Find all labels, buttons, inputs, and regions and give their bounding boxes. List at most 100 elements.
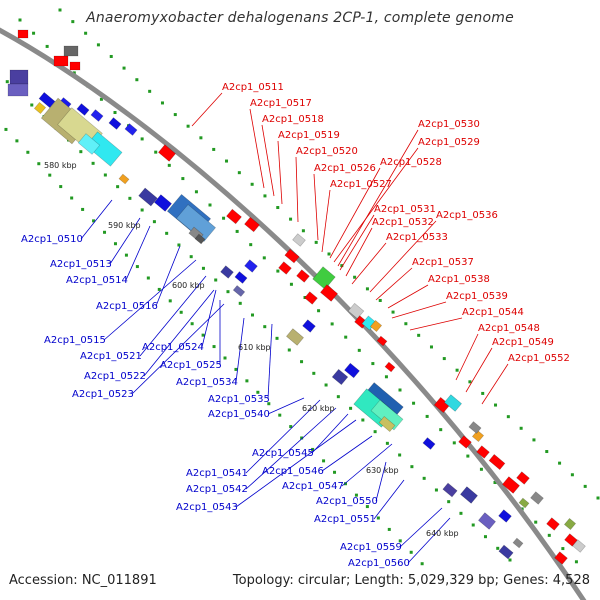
leader-line (329, 167, 381, 259)
gene-block (344, 362, 360, 379)
forward-gene-label[interactable]: A2cp1_0552 (508, 353, 570, 364)
tick-dot (384, 375, 388, 379)
tick-dot (140, 208, 144, 212)
tick-dot (235, 229, 239, 233)
forward-gene-label[interactable]: A2cp1_0538 (428, 274, 490, 285)
forward-gene-label[interactable]: A2cp1_0520 (296, 146, 358, 157)
reverse-gene-label[interactable]: A2cp1_0542 (186, 484, 248, 495)
tick-dot (532, 438, 536, 442)
leader-line (409, 317, 463, 331)
forward-gene-label[interactable]: A2cp1_0548 (478, 323, 540, 334)
leader-line (345, 227, 373, 277)
tick-dot (15, 139, 19, 143)
forward-gene-label[interactable]: A2cp1_0530 (418, 119, 480, 130)
gene-block (234, 271, 248, 284)
gene-block (546, 517, 560, 531)
forward-gene-label[interactable]: A2cp1_0527 (330, 179, 392, 190)
leader-line (261, 124, 275, 197)
tick-dot (519, 426, 523, 430)
tick-dot (371, 362, 375, 366)
tick-dot (447, 500, 451, 504)
gene-block (422, 437, 436, 450)
forward-gene-label[interactable]: A2cp1_0536 (436, 210, 498, 221)
reverse-gene-label[interactable]: A2cp1_0559 (340, 542, 402, 553)
reverse-gene-label[interactable]: A2cp1_0515 (44, 335, 106, 346)
tick-dot (181, 177, 185, 181)
tick-dot (113, 242, 117, 246)
tick-dot (267, 402, 271, 406)
forward-gene-label[interactable]: A2cp1_0544 (462, 307, 524, 318)
tick-dot (103, 230, 107, 234)
tick-dot (322, 459, 326, 463)
leader-line (373, 479, 405, 520)
leader-line (391, 301, 447, 319)
forward-gene-label[interactable]: A2cp1_0529 (418, 137, 480, 148)
tick-dot (263, 325, 267, 329)
tick-dot (300, 360, 304, 364)
tick-dot (250, 182, 254, 186)
tick-dot (109, 54, 113, 58)
tick-dot (365, 287, 369, 291)
forward-gene-label[interactable]: A2cp1_0539 (446, 291, 508, 302)
tick-dot (459, 511, 463, 515)
reverse-gene-label[interactable]: A2cp1_0535 (208, 394, 270, 405)
forward-gene-label[interactable]: A2cp1_0549 (492, 337, 554, 348)
leader-line (143, 289, 215, 377)
reverse-gene-label[interactable]: A2cp1_0551 (314, 514, 376, 525)
reverse-gene-label[interactable]: A2cp1_0523 (72, 389, 134, 400)
label-leader-lines (80, 92, 509, 564)
tick-dot (208, 203, 212, 207)
tick-dot (225, 159, 229, 163)
tick-dot (222, 216, 226, 220)
tick-dot (72, 71, 76, 75)
tick-dot (177, 243, 181, 247)
leader-line (155, 245, 181, 307)
tick-dot (398, 539, 402, 543)
reverse-gene-label[interactable]: A2cp1_0524 (142, 342, 204, 353)
gene-block (176, 204, 216, 242)
forward-gene-label[interactable]: A2cp1_0519 (278, 130, 340, 141)
tick-dot (373, 430, 377, 434)
leader-line (245, 399, 321, 474)
reverse-gene-label[interactable]: A2cp1_0545 (252, 448, 314, 459)
tick-dot (263, 194, 267, 198)
tick-dot (558, 461, 562, 465)
reverse-gene-label[interactable]: A2cp1_0543 (176, 502, 238, 513)
leader-line (407, 517, 451, 564)
tick-dot (357, 348, 361, 352)
forward-gene-label[interactable]: A2cp1_0526 (314, 163, 376, 174)
gene-block (476, 445, 490, 459)
reverse-gene-label[interactable]: A2cp1_0513 (50, 259, 112, 270)
reverse-gene-label[interactable]: A2cp1_0546 (262, 466, 324, 477)
forward-gene-label[interactable]: A2cp1_0531 (374, 204, 436, 215)
reverse-gene-label[interactable]: A2cp1_0534 (176, 377, 238, 388)
leader-line (295, 156, 299, 223)
tick-dot (59, 185, 63, 189)
tick-dot (234, 367, 238, 371)
tick-dot (199, 136, 203, 140)
reverse-gene-label[interactable]: A2cp1_0541 (186, 468, 248, 479)
tick-dot (128, 196, 132, 200)
forward-gene-label[interactable]: A2cp1_0518 (262, 114, 324, 125)
forward-gene-label[interactable]: A2cp1_0517 (250, 98, 312, 109)
tick-dot (301, 229, 305, 233)
reverse-gene-label[interactable]: A2cp1_0540 (208, 409, 270, 420)
forward-gene-label[interactable]: A2cp1_0528 (380, 157, 442, 168)
reverse-gene-label[interactable]: A2cp1_0525 (160, 360, 222, 371)
gene-block (471, 429, 485, 443)
reverse-gene-label[interactable]: A2cp1_0550 (316, 496, 378, 507)
reverse-gene-label[interactable]: A2cp1_0514 (66, 275, 128, 286)
tick-dot (37, 162, 41, 166)
forward-gene-label[interactable]: A2cp1_0532 (372, 217, 434, 228)
reverse-gene-label[interactable]: A2cp1_0547 (282, 481, 344, 492)
gene-block (488, 454, 506, 470)
forward-gene-label[interactable]: A2cp1_0537 (412, 257, 474, 268)
reverse-gene-label[interactable]: A2cp1_0560 (348, 558, 410, 569)
reverse-gene-label[interactable]: A2cp1_0521 (80, 351, 142, 362)
reverse-gene-label[interactable]: A2cp1_0522 (84, 371, 146, 382)
reverse-gene-label[interactable]: A2cp1_0516 (96, 301, 158, 312)
reverse-gene-label[interactable]: A2cp1_0510 (21, 234, 83, 245)
forward-gene-label[interactable]: A2cp1_0511 (222, 82, 284, 93)
forward-gene-label[interactable]: A2cp1_0533 (386, 232, 448, 243)
tick-dot (442, 357, 446, 361)
